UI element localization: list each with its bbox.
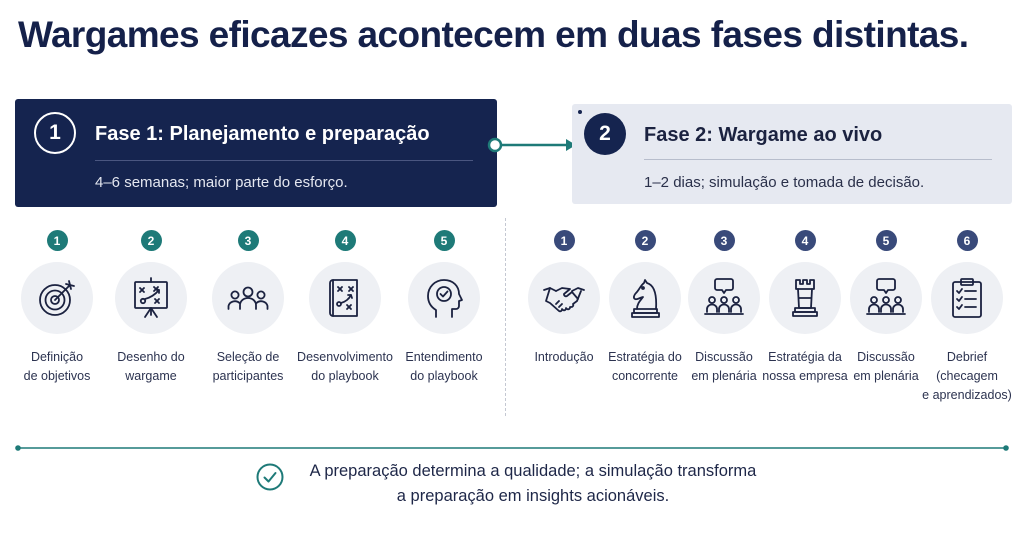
head-check-icon [427, 279, 463, 318]
phase-1-number: 1 [34, 112, 76, 154]
phase-2-dot [578, 110, 582, 114]
phase-1-card: 1 Fase 1: Planejamento e preparação 4–6 … [15, 99, 497, 207]
play-diagram-icon [134, 277, 168, 318]
step-number: 1 [553, 230, 575, 251]
people-icon [227, 286, 269, 310]
plenary-discussion-icon [704, 278, 744, 315]
step-number: 6 [956, 230, 978, 251]
phase-connector-arrow [487, 137, 576, 153]
plenary-discussion-icon [866, 278, 906, 315]
phase-2-number: 2 [584, 113, 626, 155]
step-number: 3 [713, 230, 735, 251]
target-icon [39, 280, 75, 316]
phase-1-subtitle: 4–6 semanas; maior parte do esforço. [95, 174, 348, 191]
step-number: 4 [794, 230, 816, 251]
step-label: Introdução [534, 350, 594, 364]
check-circle-icon [256, 463, 284, 491]
step-number: 5 [875, 230, 897, 251]
footer-takeaway: A preparação determina a qualidade; a si… [309, 462, 757, 505]
step-number: 2 [634, 230, 656, 251]
clipboard-checklist-icon [952, 278, 982, 318]
step-number: 3 [237, 230, 259, 251]
page-title: Wargames eficazes acontecem em duas fase… [18, 14, 969, 55]
phase-2-step: 1 Introdução [508, 230, 620, 367]
chess-knight-icon [631, 279, 660, 318]
handshake-icon [543, 287, 585, 313]
chess-rook-icon [792, 279, 818, 317]
phase-2-divider [644, 159, 992, 160]
bottom-divider [15, 445, 1009, 451]
phase-2-card: 2 Fase 2: Wargame ao vivo 1–2 dias; simu… [572, 104, 1012, 204]
step-number: 1 [46, 230, 68, 251]
phase-1-divider [95, 160, 473, 161]
phase-divider-dashed [505, 218, 506, 416]
phase-2-title: Fase 2: Wargame ao vivo [644, 124, 883, 146]
step-number: 4 [334, 230, 356, 251]
step-number: 2 [140, 230, 162, 251]
phase-1-title: Fase 1: Planejamento e preparação [95, 123, 430, 145]
playbook-icon [329, 279, 358, 317]
step-number: 5 [433, 230, 455, 251]
phase-2-subtitle: 1–2 dias; simulação e tomada de decisão. [644, 174, 925, 191]
